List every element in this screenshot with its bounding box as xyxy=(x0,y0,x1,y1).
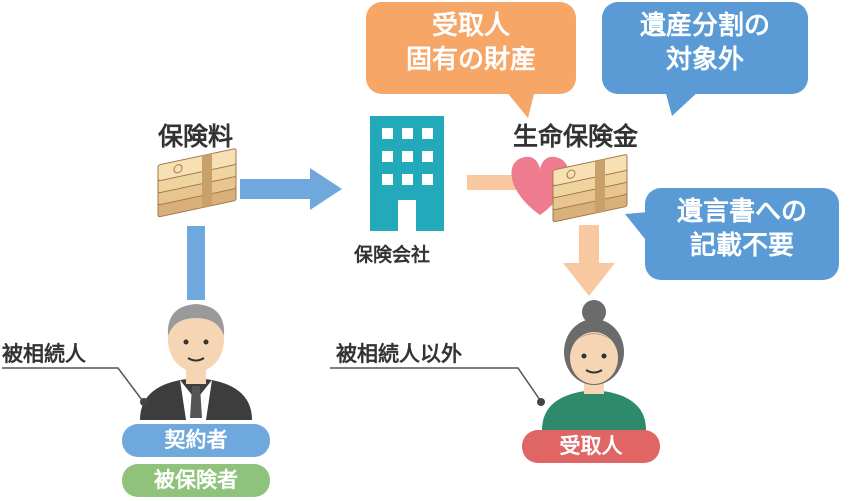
decedent-man-icon xyxy=(140,304,252,420)
contractor-pill: 契約者 xyxy=(122,424,270,457)
death-benefit-label: 生命保険金 xyxy=(513,122,639,151)
insured-pill: 被保険者 xyxy=(122,464,270,497)
bubble-line-1: 受取人 xyxy=(431,11,510,41)
no-will-needed-text: 遺言書への 記載不要 xyxy=(645,196,839,264)
not-estate-division-text: 遺産分割の 対象外 xyxy=(602,10,808,78)
money-stack-icon xyxy=(552,154,628,223)
bubble-line-1: 遺言書への xyxy=(676,197,807,227)
non-decedent-label: 被相続人以外 xyxy=(336,342,462,366)
arrow-to-company xyxy=(240,168,342,210)
bubble-line-1: 遺産分割の xyxy=(639,11,770,41)
bubble-line-2: 記載不要 xyxy=(689,230,794,261)
connector-line-decedent xyxy=(187,226,205,300)
callout-line-non-decedent xyxy=(330,367,545,406)
callout-line-decedent xyxy=(2,367,148,406)
recipient-pill: 受取人 xyxy=(522,430,660,463)
bubble-line-2: 固有の財産 xyxy=(405,44,536,75)
speech-bubble-recipient-property xyxy=(366,2,576,118)
decedent-label: 被相続人 xyxy=(2,342,86,366)
arrow-to-recipient xyxy=(563,225,615,296)
recipient-property-text: 受取人 固有の財産 xyxy=(366,10,576,78)
connector-line-company xyxy=(467,175,517,190)
premium-label: 保険料 xyxy=(158,122,234,151)
building-icon xyxy=(370,116,444,231)
insurance-company-label: 保険会社 xyxy=(354,244,431,266)
bubble-line-2: 対象外 xyxy=(665,44,744,75)
money-stack-icon xyxy=(157,148,237,218)
recipient-woman-icon xyxy=(542,300,646,430)
speech-bubble-no-will-needed xyxy=(625,188,839,280)
speech-bubble-not-estate-division xyxy=(602,2,808,116)
